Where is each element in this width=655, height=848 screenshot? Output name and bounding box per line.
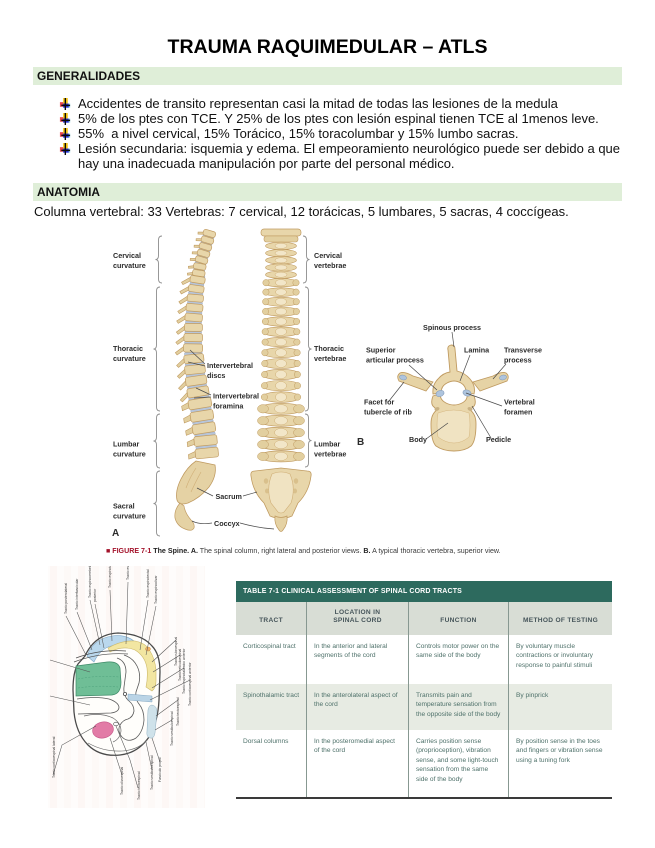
svg-text:Sacral: Sacral (113, 502, 135, 511)
svg-text:curvature: curvature (113, 354, 146, 363)
svg-text:Pedicle: Pedicle (486, 435, 511, 444)
svg-text:Lumbar: Lumbar (314, 440, 341, 449)
svg-text:Tracto tectoespinal: Tracto tectoespinal (176, 697, 180, 726)
svg-text:B: B (357, 437, 364, 448)
svg-text:Tracto posterolateral: Tracto posterolateral (64, 583, 68, 614)
svg-text:Lamina: Lamina (464, 346, 490, 355)
svg-text:Cervical: Cervical (113, 251, 141, 260)
svg-text:posterior: posterior (93, 588, 97, 602)
svg-text:Body: Body (409, 435, 427, 444)
svg-text:articular process: articular process (366, 356, 424, 365)
svg-text:Facet for: Facet for (364, 398, 395, 407)
svg-text:Thoracic: Thoracic (314, 344, 344, 353)
svg-text:Tracto espinotectal: Tracto espinotectal (146, 569, 150, 598)
svg-text:A: A (112, 528, 119, 539)
svg-text:Intervertebral: Intervertebral (213, 392, 259, 401)
svg-text:Superior: Superior (366, 346, 396, 355)
svg-text:Tracto reticuloespinal: Tracto reticuloespinal (178, 649, 182, 681)
svg-text:Lumbar: Lumbar (113, 440, 140, 449)
svg-text:Spinous process: Spinous process (423, 323, 481, 332)
svg-text:vertebrae: vertebrae (314, 450, 346, 459)
svg-text:Tracto espinocerebeloso: Tracto espinocerebeloso (88, 566, 92, 598)
svg-text:process: process (504, 356, 532, 365)
svg-text:Cervical: Cervical (314, 251, 342, 260)
svg-text:Tracto corticoespinal lateral: Tracto corticoespinal lateral (52, 736, 56, 778)
svg-text:Tracto olivoespinal: Tracto olivoespinal (120, 767, 124, 795)
svg-text:Vertebral: Vertebral (504, 398, 535, 407)
svg-text:curvature: curvature (113, 512, 146, 521)
svg-text:Tracto corticoespinal anterior: Tracto corticoespinal anterior (188, 662, 192, 706)
svg-text:curvature: curvature (113, 450, 146, 459)
svg-text:discs: discs (207, 371, 225, 380)
svg-text:vertebrae: vertebrae (314, 354, 346, 363)
svg-text:Tracto espinotalamico lateral: Tracto espinotalamico lateral (108, 566, 112, 588)
svg-text:Tracto tectoespinal: Tracto tectoespinal (137, 771, 141, 800)
svg-text:Coccyx: Coccyx (214, 519, 240, 528)
svg-text:Thoracic: Thoracic (113, 344, 143, 353)
svg-text:vertebrae: vertebrae (314, 261, 346, 270)
svg-text:foramina: foramina (213, 402, 244, 411)
svg-text:Tracto espinotalamico anterior: Tracto espinotalamico anterior (182, 648, 186, 694)
svg-text:Tracto espinoolivar: Tracto espinoolivar (154, 575, 158, 604)
svg-text:Transverse: Transverse (504, 346, 542, 355)
svg-text:Tracto interfascicular: Tracto interfascicular (75, 578, 79, 610)
svg-text:foramen: foramen (504, 408, 532, 417)
svg-text:Tracto vestibuloespinal: Tracto vestibuloespinal (170, 711, 174, 746)
svg-text:Tracto rubroespinal: Tracto rubroespinal (174, 637, 178, 666)
svg-text:Tracto espinocerebeloso anteri: Tracto espinocerebeloso anterior (126, 566, 130, 580)
svg-text:Sacrum: Sacrum (216, 492, 242, 501)
svg-text:Tracto vestibuloespinal: Tracto vestibuloespinal (150, 755, 154, 790)
svg-text:Fasciculo propio: Fasciculo propio (158, 757, 162, 782)
svg-text:tubercle of rib: tubercle of rib (364, 408, 413, 417)
svg-text:curvature: curvature (113, 261, 146, 270)
svg-text:Intervertebral: Intervertebral (207, 361, 253, 370)
